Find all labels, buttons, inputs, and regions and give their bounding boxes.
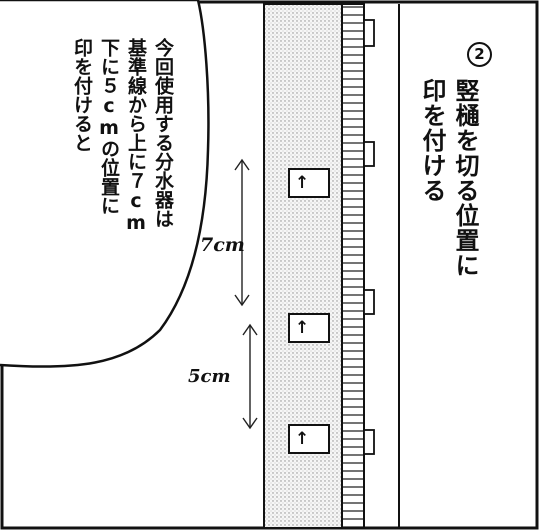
speech-line: 基準線から上に７cm [125,38,147,234]
measure-label-upper: 7cm [200,234,245,256]
strap-bracket [363,429,375,455]
measure-label-lower: 5cm [188,366,231,387]
step-number-badge: 2 [467,42,492,67]
speech-line: 今回使用する分水器は [152,38,174,228]
measure-lower-top-head [242,323,258,336]
strap-bracket [363,141,375,167]
arrow-up-icon: ↑ [295,318,310,338]
mark-tab-middle: ↑ [288,313,330,343]
speech-line: 印を付けると [71,38,93,152]
downspout-strap [341,3,365,529]
mark-tab-upper: ↑ [288,168,330,198]
strap-bracket [363,289,375,315]
step-caption: 竪樋を切る位置に 印を付ける [415,78,481,338]
measure-lower-bottom-head [242,417,258,430]
arrow-up-icon: ↑ [295,429,310,449]
speech-text: 今回使用する分水器は 基準線から上に７cm 下に５cmの位置に 印を付けると [68,38,176,338]
strap-bracket [363,19,375,47]
measure-upper-top-head [234,158,250,171]
caption-line: 竪樋を切る位置に [451,78,479,278]
speech-line: 下に５cmの位置に [98,38,120,215]
mark-tab-lower: ↑ [288,424,330,454]
arrow-up-icon: ↑ [295,173,310,193]
measure-upper-bottom-head [234,294,250,307]
caption-line: 印を付ける [418,78,446,203]
speech-bubble-outline [0,0,210,368]
